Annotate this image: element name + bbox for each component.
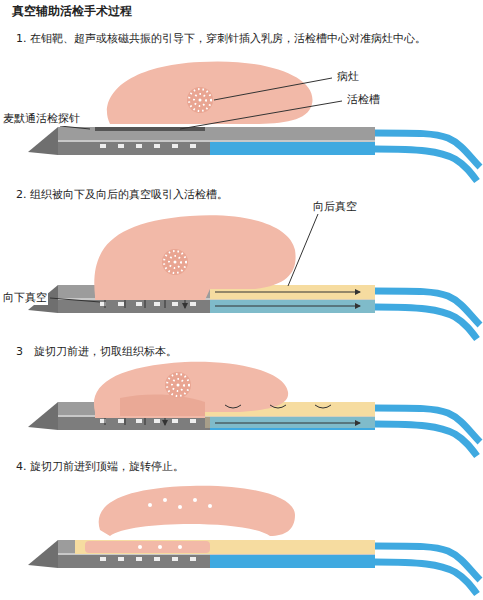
part-label: 活检槽 xyxy=(346,93,381,107)
step-text: 4. 旋切刀前进到顶端，旋转停止。 xyxy=(16,460,184,474)
step-text: 3 旋切刀前进，切取组织标本。 xyxy=(16,345,177,359)
part-label: 病灶 xyxy=(336,70,360,84)
leader-line xyxy=(50,298,100,302)
part-label: 麦默通活检探针 xyxy=(2,112,81,126)
leader-line xyxy=(180,101,342,129)
title: 真空辅助活检手术过程 xyxy=(12,4,132,18)
biopsy-probe xyxy=(28,127,480,181)
breast-tissue xyxy=(99,486,295,536)
biopsy-probe xyxy=(28,540,480,594)
leader-line xyxy=(214,78,332,100)
step-text: 1. 在钼靶、超声或核磁共振的引导下，穿刺针插入乳房，活检槽中心对准病灶中心。 xyxy=(16,32,426,46)
breast-tissue xyxy=(94,362,288,418)
part-label: 向后真空 xyxy=(312,200,358,214)
leader-line xyxy=(60,126,90,129)
leader-line xyxy=(288,214,318,286)
breast-tissue xyxy=(94,215,295,300)
step-text: 2. 组织被向下及向后的真空吸引入活检槽。 xyxy=(16,188,228,202)
breast-tissue xyxy=(107,61,313,124)
part-label: 向下真空 xyxy=(2,291,48,305)
